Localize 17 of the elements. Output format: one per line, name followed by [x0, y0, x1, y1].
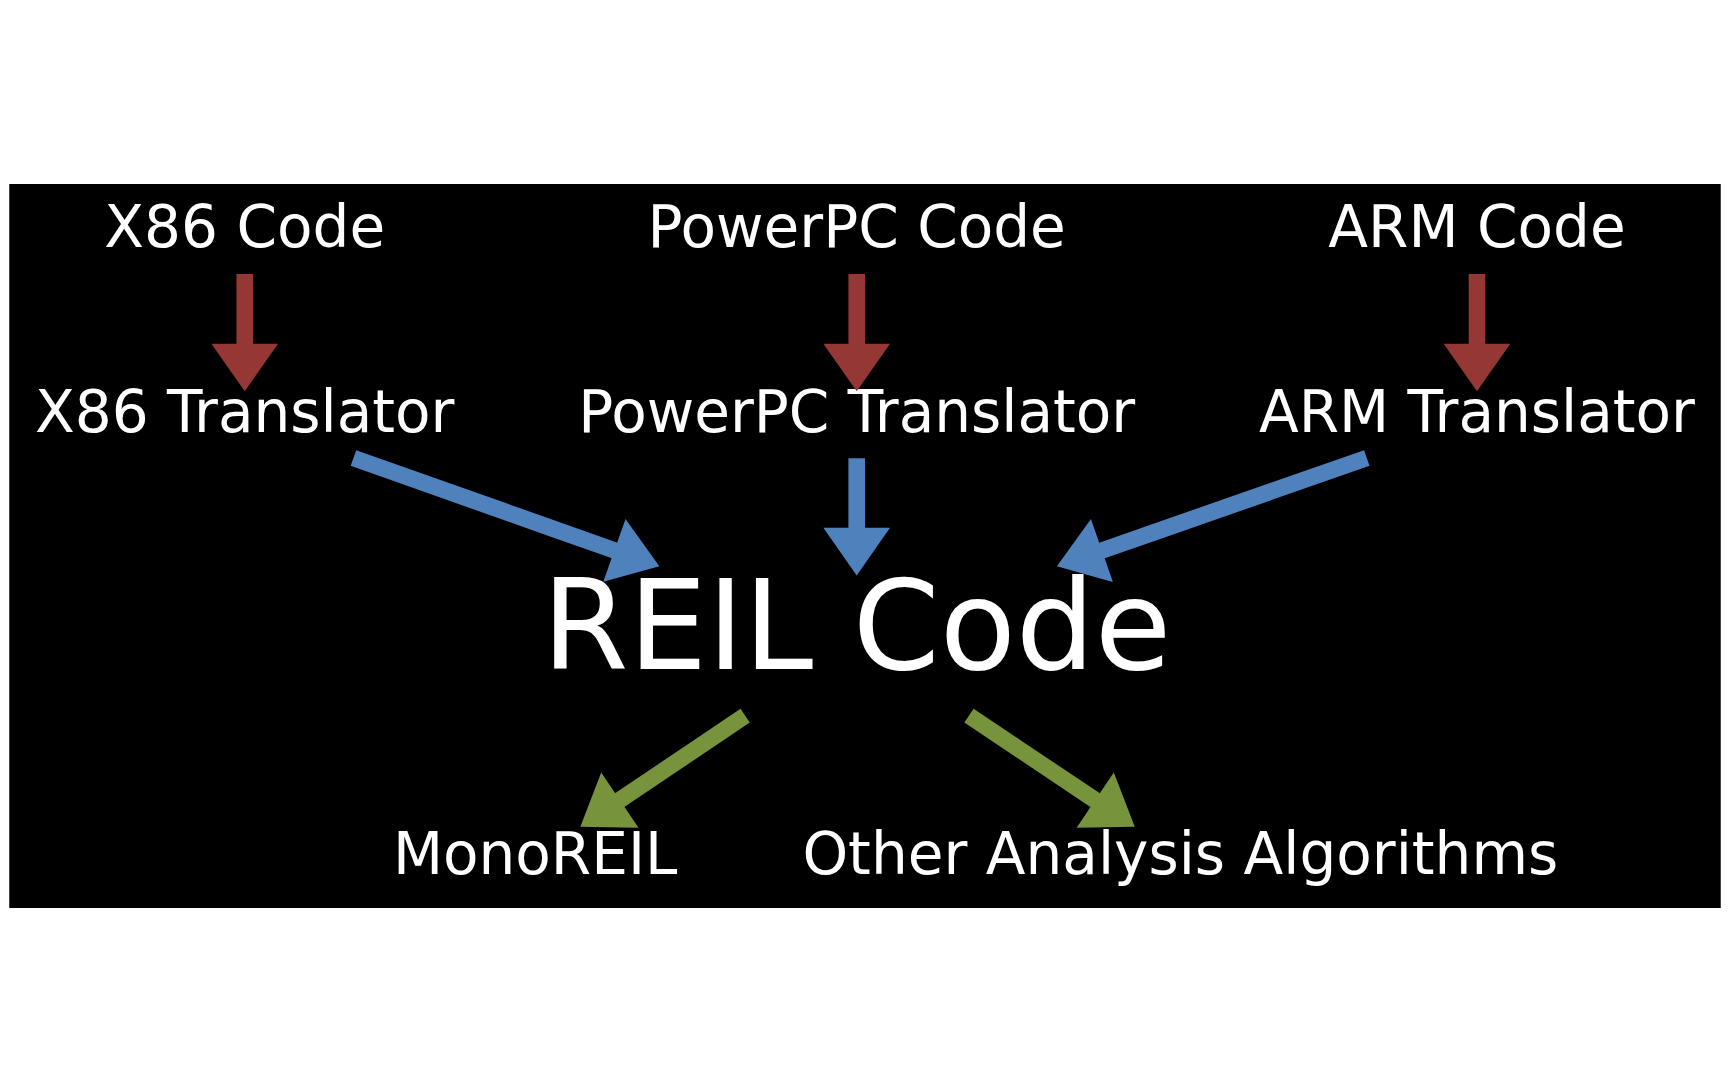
arrow [210, 274, 278, 392]
node-text: PowerPC Translator [577, 377, 1135, 446]
arrow [579, 708, 750, 828]
node-text: MonoREIL [392, 819, 677, 888]
node-text: X86 Code [103, 193, 385, 262]
arrow [1443, 274, 1510, 392]
arrow [822, 274, 890, 392]
node-text: ARM Translator [1258, 377, 1695, 446]
node-text: X86 Translator [34, 377, 454, 446]
arrow [963, 708, 1135, 828]
arrow [350, 450, 659, 582]
node-text: ARM Code [1327, 193, 1626, 262]
node-text: REIL Code [541, 553, 1171, 699]
node-text: Other Analysis Algorithms [801, 819, 1558, 888]
node-text: PowerPC Code [647, 193, 1066, 262]
arrow [822, 458, 890, 576]
arrow [1056, 450, 1370, 583]
